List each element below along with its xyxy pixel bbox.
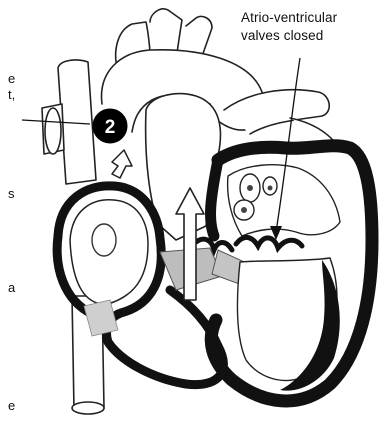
right-atrium-cavity bbox=[70, 200, 148, 304]
left-text-fragment-5: e bbox=[8, 399, 15, 413]
callout-line-1: Atrio-ventricular bbox=[241, 9, 337, 27]
left-text-fragment-3: s bbox=[8, 187, 15, 201]
blood-flow-arrow-small bbox=[112, 150, 132, 178]
mitral-valve-cusps bbox=[236, 237, 302, 248]
left-text-fragment-2: t, bbox=[8, 88, 15, 102]
callout-label: Atrio-ventricular valves closed bbox=[241, 9, 337, 45]
callout-line-2: valves closed bbox=[241, 27, 337, 45]
left-text-fragment-1: e bbox=[8, 72, 15, 86]
left-text-fragment-4: a bbox=[8, 281, 15, 295]
marker-number: 2 bbox=[105, 117, 116, 138]
